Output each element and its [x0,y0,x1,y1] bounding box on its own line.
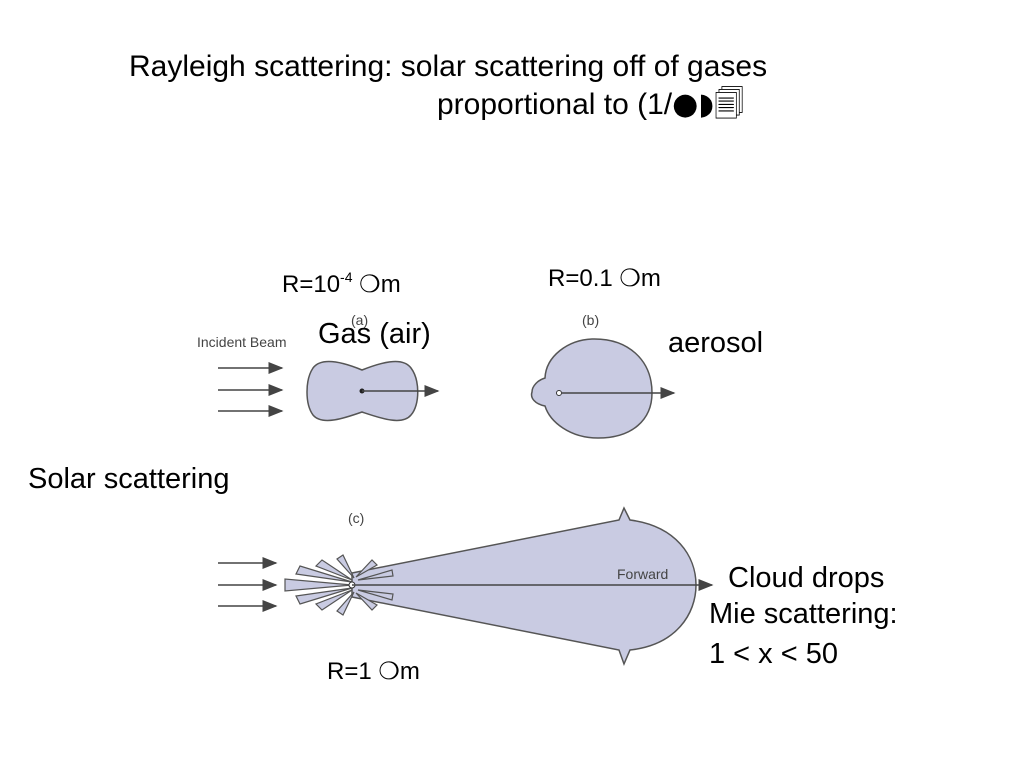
radius-gas-unit: m [380,271,401,298]
mu-symbol-cloud: ❍ [378,657,400,685]
panel-c-label: (c) [348,510,365,526]
title-line-2-symbols: ●◗🗐 [672,87,745,122]
radius-gas-exponent: -4 [340,269,353,285]
radius-aerosol-unit: m [640,265,661,292]
incident-beam-arrows-c [218,557,278,612]
mie-range-label: 1 < x < 50 [709,638,838,670]
cloud-drops-label: Cloud drops [728,562,885,594]
incident-beam-label: Incident Beam [197,334,287,350]
radius-gas-prefix: R=10 [282,271,341,298]
radius-cloud-label: R=1 ❍m [327,659,420,684]
title-line-1: Rayleigh scattering: solar scattering of… [129,50,768,83]
panel-a-label: (a) [351,312,369,328]
radius-gas-label: R=10-4 ❍m [282,270,401,297]
forward-label: Forward [617,566,669,582]
particle-b [556,390,562,396]
radius-aerosol-label: R=0.1 ❍m [548,266,661,291]
panel-b-label: (b) [582,312,600,328]
mu-symbol-gas: ❍ [359,270,381,298]
solar-scattering-label: Solar scattering [28,463,230,495]
mie-side-lobes [284,554,394,616]
title-line-2-text: proportional to (1/ [437,88,673,121]
radius-aerosol-value: R=0.1 [548,265,613,292]
title-line-2: proportional to (1/●◗🗐 [437,90,744,120]
aerosol-label: aerosol [668,327,764,359]
gas-label: Gas (air) [318,318,431,350]
mie-forward-lobe [351,506,697,667]
radius-cloud-value: R=1 [327,658,372,685]
mu-symbol-aerosol: ❍ [619,264,641,292]
mie-scattering-label: Mie scattering: [709,598,898,630]
incident-beam-arrows-a [218,362,284,417]
radius-cloud-unit: m [399,658,420,685]
aerosol-lobe [530,338,653,439]
